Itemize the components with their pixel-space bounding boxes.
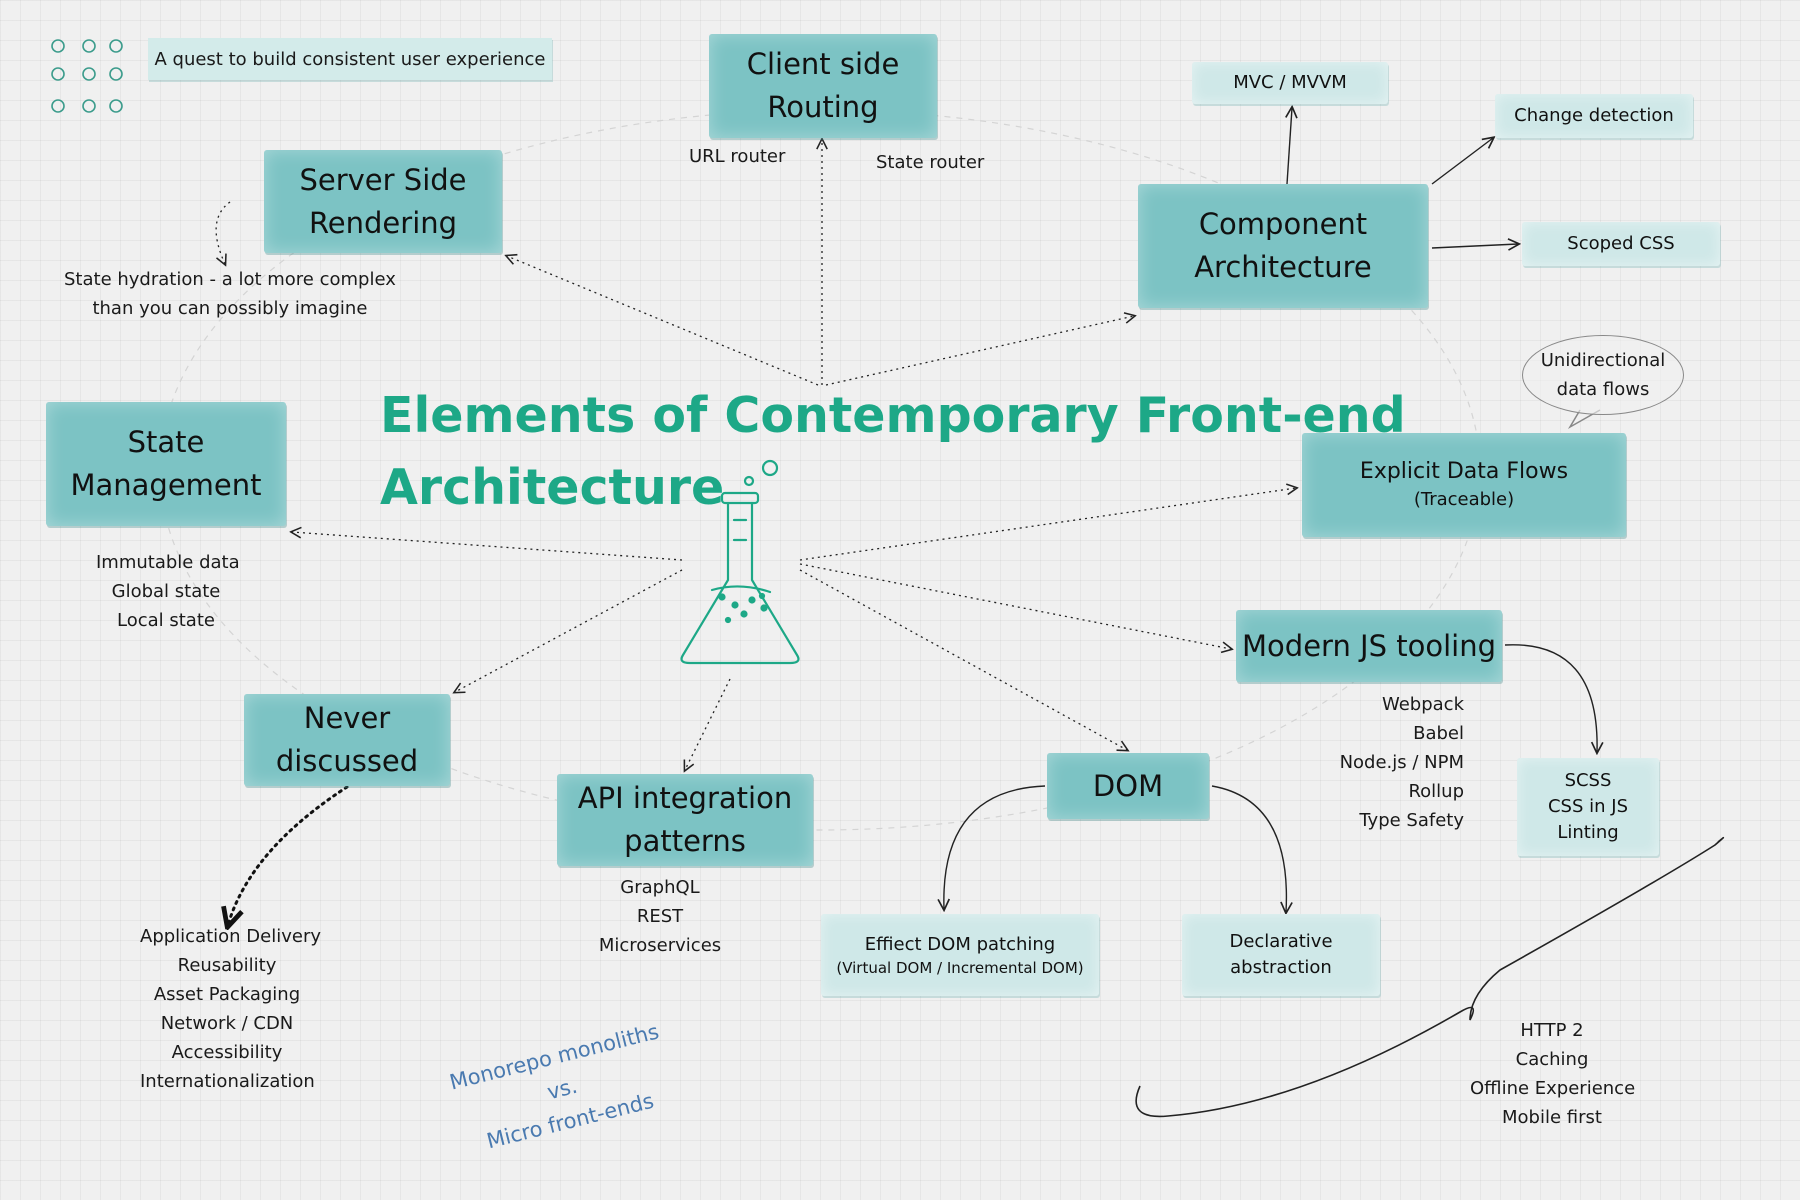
tagline-banner: A quest to build consistent user experie… xyxy=(148,38,552,80)
node-api-integration-patterns[interactable]: API integration patterns xyxy=(557,774,813,866)
list-item: Babel xyxy=(1413,723,1464,744)
node-server-side-rendering[interactable]: Server Side Rendering xyxy=(264,150,502,253)
unidirectional-bubble: Unidirectional data flows xyxy=(1522,335,1684,415)
list-item: Immutable data xyxy=(96,552,240,573)
node-state-management[interactable]: State Management xyxy=(46,402,286,526)
title-line-2: Architecture xyxy=(380,459,725,516)
list-item: SCSS xyxy=(1564,770,1612,791)
node-label-2: Architecture xyxy=(1194,250,1372,284)
list-item: Type Safety xyxy=(1359,810,1464,831)
tagline-text: A quest to build consistent user experie… xyxy=(154,48,546,70)
solid-connectors xyxy=(944,108,1597,912)
never-items-list: Application Delivery Reusability Asset P… xyxy=(140,922,322,1096)
list-item: REST xyxy=(636,906,684,927)
list-item: Accessibility xyxy=(171,1042,283,1063)
node-label-1: Modern JS tooling xyxy=(1242,628,1496,663)
node-client-routing[interactable]: Client side Routing xyxy=(709,34,937,138)
node-label-1: Declarative xyxy=(1229,931,1333,952)
node-label-2: Management xyxy=(70,468,262,502)
never-connector xyxy=(228,785,349,925)
list-item: Asset Packaging xyxy=(153,984,301,1005)
node-label-1: Server Side xyxy=(299,162,467,197)
node-component-architecture[interactable]: Component Architecture xyxy=(1138,184,1428,308)
node-label-1: API integration xyxy=(577,781,793,815)
node-label-2: abstraction xyxy=(1230,957,1332,978)
state-items-list: Immutable data Global state Local state xyxy=(96,548,240,635)
node-change-detection[interactable]: Change detection xyxy=(1495,94,1693,138)
node-mvc-mvvm[interactable]: MVC / MVVM xyxy=(1192,62,1388,104)
list-item: Reusability xyxy=(177,955,277,976)
node-label-2: (Traceable) xyxy=(1413,489,1515,510)
dots-icon xyxy=(51,39,123,113)
title-line-1: Elements of Contemporary Front-end xyxy=(380,387,1406,444)
node-css-tools[interactable]: SCSS CSS in JS Linting xyxy=(1517,758,1659,856)
node-declarative-abstraction[interactable]: Declarative abstraction xyxy=(1182,914,1380,996)
url-router-label: URL router xyxy=(689,146,786,167)
hydration-line-2: than you can possibly imagine xyxy=(92,298,368,319)
node-label-1: Change detection xyxy=(1514,105,1674,126)
list-item: Caching xyxy=(1515,1049,1589,1070)
node-label-2: Routing xyxy=(767,90,879,124)
list-item: Mobile first xyxy=(1502,1107,1602,1128)
list-item: Offline Experience xyxy=(1470,1078,1636,1099)
node-label-2: discussed xyxy=(275,744,419,778)
list-item: Global state xyxy=(111,581,221,602)
node-label-1: Effiect DOM patching xyxy=(864,934,1056,955)
api-items-list: GraphQL REST Microservices xyxy=(598,873,722,960)
state-router-label: State router xyxy=(876,152,985,173)
node-label-2: (Virtual DOM / Incremental DOM) xyxy=(836,959,1084,977)
node-scoped-css[interactable]: Scoped CSS xyxy=(1522,222,1720,266)
node-dom[interactable]: DOM xyxy=(1047,753,1209,819)
center-connectors xyxy=(215,140,1296,770)
node-modern-js-tooling[interactable]: Modern JS tooling xyxy=(1236,610,1502,682)
node-label-1: Scoped CSS xyxy=(1567,233,1675,254)
list-item: Internationalization xyxy=(140,1071,315,1092)
node-label-1: Component xyxy=(1198,207,1368,241)
list-item: HTTP 2 xyxy=(1520,1020,1584,1041)
list-item: Network / CDN xyxy=(160,1013,294,1034)
list-item: Webpack xyxy=(1381,694,1464,715)
node-explicit-data-flows[interactable]: Explicit Data Flows (Traceable) xyxy=(1302,433,1626,537)
list-item: Application Delivery xyxy=(140,926,322,947)
node-label-1: Client side xyxy=(746,47,900,81)
node-label-1: MVC / MVVM xyxy=(1233,72,1347,93)
page-title: Elements of Contemporary Front-end Archi… xyxy=(380,380,1406,524)
list-item: Microservices xyxy=(598,935,722,956)
tooling-items-list: Webpack Babel Node.js / NPM Rollup Type … xyxy=(1320,690,1464,835)
node-label-1: State xyxy=(127,425,205,459)
bubble-line-1: Unidirectional xyxy=(1540,350,1666,371)
node-never-discussed[interactable]: Never discussed xyxy=(244,694,450,786)
curly-brace xyxy=(1135,836,1725,1118)
list-item: Node.js / NPM xyxy=(1339,752,1464,773)
list-item: Linting xyxy=(1557,822,1619,843)
list-item: GraphQL xyxy=(620,877,700,898)
node-label-1: Explicit Data Flows xyxy=(1359,459,1569,484)
hydration-note: State hydration - a lot more complex tha… xyxy=(64,265,396,323)
list-item: Rollup xyxy=(1408,781,1464,802)
list-item: Local state xyxy=(117,610,215,631)
flask-icon xyxy=(680,459,800,665)
network-items-list: HTTP 2 Caching Offline Experience Mobile… xyxy=(1470,1016,1636,1132)
node-label-1: Never xyxy=(303,701,391,735)
bubble-line-2: data flows xyxy=(1556,379,1650,400)
node-label-2: patterns xyxy=(624,824,746,858)
list-item: CSS in JS xyxy=(1547,796,1628,817)
node-label-1: DOM xyxy=(1092,768,1164,803)
node-label-2: Rendering xyxy=(308,205,458,240)
hydration-line-1: State hydration - a lot more complex xyxy=(64,269,396,290)
node-dom-patching[interactable]: Effiect DOM patching (Virtual DOM / Incr… xyxy=(821,914,1099,996)
